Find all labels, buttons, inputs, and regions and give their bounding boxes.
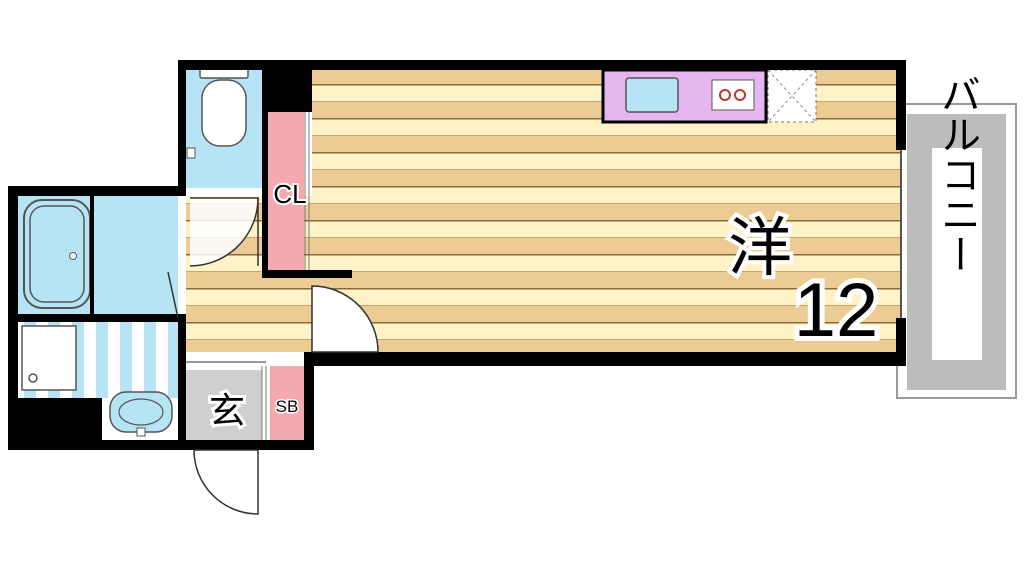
washroom (18, 322, 180, 444)
entrance (186, 370, 262, 440)
balcony (896, 103, 1017, 399)
closet (268, 112, 304, 270)
western-room-size: 12 (794, 268, 879, 353)
toilet-room (186, 67, 262, 188)
bathroom (18, 196, 178, 314)
kitchen-counter (601, 68, 817, 124)
walls (8, 60, 906, 450)
balcony-label: バルコニー (934, 74, 980, 274)
closet-label: CL (273, 179, 306, 209)
shoe-box (270, 366, 304, 440)
doors (167, 197, 379, 515)
western-room-label: 洋 (728, 212, 792, 286)
shoe-box-label: SB (276, 397, 299, 416)
entrance-label: 玄 (209, 391, 245, 432)
